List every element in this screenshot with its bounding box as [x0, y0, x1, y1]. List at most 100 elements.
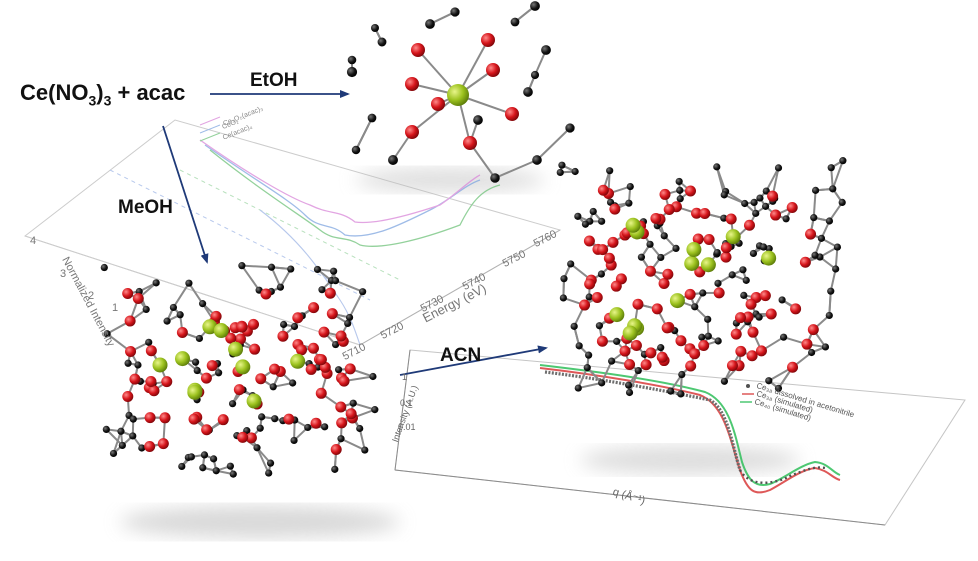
xanes-series-ce-acac: [209, 149, 501, 247]
bond: [352, 402, 376, 411]
saxs-series-ce40-simulated: [539, 364, 841, 486]
carbon-atom: [811, 186, 820, 194]
oxygen-atom: [640, 359, 652, 371]
carbon-atom: [102, 425, 110, 433]
oxygen-atom: [338, 375, 350, 387]
carbon-atom: [714, 337, 722, 345]
carbon-atom: [817, 234, 826, 242]
cerium-atom: [187, 384, 203, 400]
carbon-atom: [229, 470, 237, 478]
carbon-atom: [625, 381, 633, 389]
oxygen-atom: [630, 339, 642, 351]
carbon-atom: [667, 387, 675, 395]
carbon-atom: [760, 243, 768, 251]
carbon-atom: [625, 199, 633, 207]
carbon-atom: [755, 313, 763, 321]
cerium-atom: [609, 307, 625, 323]
carbon-atom: [606, 198, 615, 206]
carbon-atom: [267, 263, 276, 271]
oxygen-atom: [145, 375, 157, 387]
bond: [358, 428, 366, 451]
carbon-atom: [589, 207, 597, 216]
carbon-atom: [567, 260, 575, 268]
carbon-atom: [473, 115, 483, 125]
carbon-atom: [359, 288, 367, 296]
cerium-atom: [684, 255, 700, 271]
cerium-atom: [202, 319, 218, 335]
oxygen-atom: [584, 278, 596, 290]
carbon-atom: [704, 315, 712, 323]
carbon-atom: [349, 399, 357, 407]
bond: [256, 447, 270, 474]
carbon-atom: [839, 157, 847, 165]
bond: [241, 264, 272, 269]
oxygen-atom: [125, 346, 137, 358]
carbon-atom: [109, 449, 118, 458]
oxygen-atom: [307, 342, 319, 354]
bond: [241, 265, 260, 291]
oxygen-atom: [336, 417, 348, 429]
carbon-atom: [608, 357, 616, 365]
oxygen-atom: [689, 348, 701, 360]
carbon-atom: [598, 379, 606, 387]
carbon-atom: [827, 164, 835, 172]
oxygen-atom: [745, 298, 757, 310]
xanes-y-tick: 3: [60, 268, 67, 280]
carbon-atom: [676, 195, 684, 203]
oxygen-atom: [405, 77, 419, 91]
oxygen-atom: [656, 351, 668, 363]
oxygen-atom: [315, 387, 327, 399]
bond: [355, 117, 373, 151]
oxygen-atom: [645, 347, 657, 359]
carbon-atom: [351, 145, 361, 155]
saxs-y-axis: [394, 349, 411, 471]
carbon-atom: [676, 186, 684, 194]
carbon-atom: [698, 333, 706, 341]
carbon-atom: [370, 23, 380, 33]
oxygen-atom: [610, 280, 622, 292]
bond: [340, 437, 366, 451]
oxygen-atom: [579, 299, 591, 311]
carbon-atom: [344, 319, 352, 328]
carbon-atom: [585, 351, 593, 359]
xanes-y-tick: 1: [112, 302, 119, 314]
bond: [494, 159, 538, 179]
carbon-atom: [226, 462, 234, 470]
bond: [105, 428, 124, 447]
carbon-atom: [575, 342, 583, 350]
oxygen-atom: [609, 203, 621, 215]
carbon-atom: [271, 415, 279, 423]
carbon-atom: [637, 253, 646, 261]
oxygen-atom: [591, 292, 603, 304]
oxygen-atom: [245, 432, 257, 444]
carbon-atom: [597, 270, 606, 278]
carbon-atom: [215, 369, 223, 377]
carbon-atom: [290, 436, 298, 445]
carbon-atom: [290, 322, 299, 331]
oxygen-atom: [624, 359, 636, 371]
oxygen-atom: [225, 332, 237, 344]
carbon-atom: [677, 390, 685, 398]
oxygen-atom: [805, 228, 817, 240]
oxygen-atom: [603, 252, 615, 264]
oxygen-atom: [305, 363, 317, 375]
oxygen-atom: [217, 414, 229, 426]
oxygen-atom: [269, 363, 281, 375]
oxygen-atom: [124, 315, 136, 327]
carbon-atom: [825, 217, 834, 225]
carbon-atom: [808, 348, 816, 357]
cerium-atom: [152, 357, 168, 373]
oxygen-atom: [632, 298, 644, 310]
carbon-atom: [657, 253, 665, 262]
ce-cluster-molecule-meoh: [100, 262, 379, 478]
oxygen-atom: [597, 184, 609, 196]
carbon-atom: [756, 194, 764, 202]
xanes-x-axis: [359, 229, 561, 346]
oxygen-atom: [144, 412, 156, 424]
bond: [469, 142, 496, 179]
carbon-atom: [613, 337, 621, 345]
carbon-atom: [124, 359, 132, 367]
carbon-atom: [778, 296, 786, 304]
carbon-atom: [657, 344, 665, 352]
carbon-atom: [510, 17, 520, 27]
